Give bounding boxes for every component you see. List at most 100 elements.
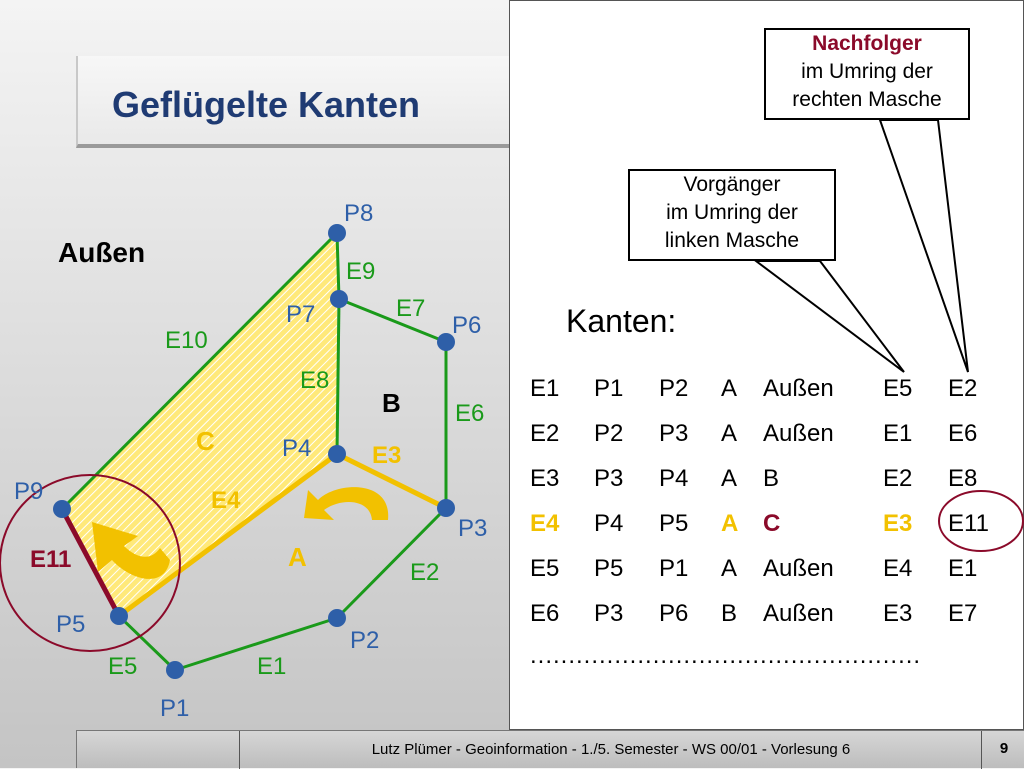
table-cell: E6	[530, 599, 560, 627]
face-c-fill	[62, 233, 337, 616]
table-cell: E7	[948, 599, 978, 627]
table-cell: E4	[883, 554, 913, 582]
point-p7	[330, 290, 348, 308]
table-cell: P4	[659, 464, 689, 492]
table-cell: P6	[659, 599, 689, 627]
edge-e1	[174, 616, 338, 672]
label-p4: P4	[282, 435, 311, 462]
table-cell: P4	[594, 509, 624, 537]
callout-successor-line3: rechten Masche	[792, 88, 942, 111]
edge-e3	[335, 451, 448, 511]
footer-bar: Lutz Plümer - Geoinformation - 1./5. Sem…	[76, 730, 1024, 769]
table-cell: A	[721, 509, 739, 537]
table-cell: E5	[883, 374, 913, 402]
edge-e8	[335, 298, 341, 455]
table-cell: P2	[659, 374, 689, 402]
edges-heading: Kanten:	[566, 303, 677, 339]
label-p5: P5	[56, 611, 85, 638]
table-continuation-dots: ........................................…	[530, 642, 922, 669]
table-cell: E2	[883, 464, 913, 492]
label-e11: E11	[30, 546, 71, 573]
table-cell: P3	[594, 599, 624, 627]
callout-successor-title: Nachfolger	[812, 32, 922, 55]
table-cell: E6	[948, 419, 978, 447]
page-number: 9	[999, 740, 1009, 757]
label-p2: P2	[350, 627, 379, 654]
arrow-face-c-icon	[92, 522, 170, 579]
point-p1	[166, 661, 184, 679]
table-cell: E1	[530, 374, 560, 402]
table-cell: P5	[594, 554, 624, 582]
point-p6	[437, 333, 455, 351]
callout-successor-line2: im Umring der	[801, 60, 933, 83]
label-p3: P3	[458, 515, 487, 542]
table-cell: E8	[948, 464, 978, 492]
callout-predecessor: Vorgänger im Umring der linken Masche	[628, 169, 836, 261]
table-cell: P1	[594, 374, 624, 402]
point-p5	[110, 607, 128, 625]
table-cell: E3	[530, 464, 560, 492]
table-cell: Außen	[763, 554, 834, 582]
label-face-b: B	[382, 388, 401, 418]
slide-title: Geflügelte Kanten	[112, 84, 421, 125]
table-cell: B	[763, 464, 780, 492]
label-p7: P7	[286, 301, 315, 328]
footer-divider	[239, 731, 240, 769]
label-p1: P1	[160, 695, 189, 722]
label-e9: E9	[346, 258, 375, 285]
edge-e2	[335, 506, 448, 620]
label-outside: Außen	[58, 237, 145, 268]
table-cell: E2	[948, 374, 978, 402]
label-p6: P6	[452, 312, 481, 339]
label-e8: E8	[300, 367, 329, 394]
label-e3: E3	[372, 442, 401, 469]
label-e6: E6	[455, 400, 484, 427]
table-cell: P5	[659, 509, 689, 537]
footer-divider	[981, 731, 982, 769]
table-cell: E1	[948, 554, 978, 582]
highlight-circle-e11	[0, 474, 181, 652]
callout-predecessor-line3: linken Masche	[664, 229, 800, 252]
point-p9	[53, 500, 71, 518]
table-cell: B	[721, 599, 738, 627]
edge-e4	[117, 451, 339, 619]
label-face-c: C	[196, 426, 215, 456]
label-p9: P9	[14, 478, 43, 505]
table-cell: P3	[659, 419, 689, 447]
label-e10: E10	[165, 327, 208, 354]
point-p2	[328, 609, 346, 627]
point-p4	[328, 445, 346, 463]
title-box	[76, 56, 516, 148]
table-cell: P3	[594, 464, 624, 492]
table-cell: E1	[883, 419, 913, 447]
label-p8: P8	[344, 200, 373, 227]
edge-e9	[335, 232, 341, 300]
table-cell: Außen	[763, 599, 834, 627]
callout-predecessor-title: Vorgänger	[683, 173, 781, 196]
table-cell: A	[721, 374, 738, 402]
table-cell: Außen	[763, 374, 834, 402]
label-e4: E4	[211, 487, 241, 514]
table-cell: A	[721, 464, 738, 492]
table-cell: P2	[594, 419, 624, 447]
label-e1: E1	[257, 653, 286, 680]
table-cell: Außen	[763, 419, 834, 447]
table-cell: E3	[883, 509, 913, 537]
label-face-a: A	[288, 542, 307, 572]
table-cell: E2	[530, 419, 560, 447]
table-cell: E5	[530, 554, 560, 582]
table-cell: E3	[883, 599, 913, 627]
table-row: E6 P3 P6 B Außen E3 E7	[530, 591, 998, 636]
table-cell: E4	[530, 509, 560, 537]
point-p8	[328, 224, 346, 242]
edge-e10	[60, 231, 339, 511]
point-p3	[437, 499, 455, 517]
callout-successor: Nachfolger im Umring der rechten Masche	[764, 28, 970, 120]
edge-e5	[117, 614, 177, 672]
label-e2: E2	[410, 559, 439, 586]
